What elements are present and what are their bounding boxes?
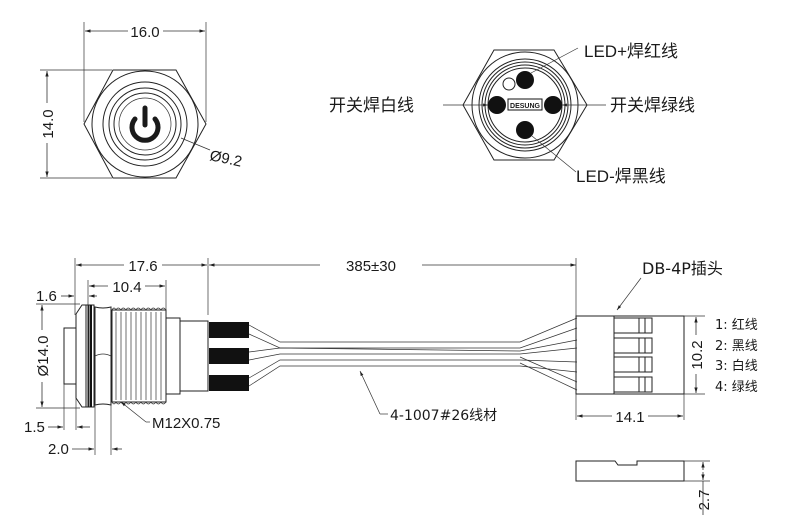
- bezel-circle: [91, 70, 199, 178]
- head-thickness-label: 1.6: [36, 288, 57, 305]
- button-inner-circle: [118, 97, 172, 151]
- cable: 385±30 4-1007#26线材: [209, 258, 578, 424]
- front-view: 16.0 14.0 Ø9.2: [40, 22, 244, 179]
- height-dim-label: 14.0: [40, 109, 57, 138]
- pin-label-1: 1: 红线: [715, 317, 758, 333]
- leader-line: [531, 135, 577, 173]
- logo-box: [507, 98, 543, 111]
- pin-led-minus: [516, 121, 534, 139]
- leader-line: [120, 401, 147, 423]
- hex-nut-outline: [83, 69, 207, 179]
- thread-lines: [111, 307, 167, 405]
- width-dim-label: 16.0: [130, 24, 159, 41]
- diameter-dim-label: Ø9.2: [208, 147, 243, 170]
- button-circle: [113, 92, 177, 156]
- connector-depth-label: 2.7: [696, 490, 713, 511]
- nut-thickness-label: 2.0: [48, 441, 69, 458]
- label-led-minus: LED-焊黑线: [576, 167, 666, 186]
- button-protrusion-label: 1.5: [24, 419, 45, 436]
- nut: [94, 306, 112, 406]
- thread-body: [111, 309, 167, 403]
- pin-label-2: 2: 黑线: [715, 339, 758, 354]
- ring-circle: [108, 87, 182, 161]
- nut-edge: [94, 353, 112, 357]
- rear-body: [179, 320, 209, 392]
- connector-slots: [613, 317, 653, 393]
- label-switch-green: 开关焊绿线: [610, 96, 695, 116]
- connector-name-label: DB-4P插头: [642, 259, 723, 278]
- label-switch-white: 开关焊白线: [329, 96, 414, 116]
- heat-shrink: [209, 322, 249, 338]
- heat-shrink: [209, 348, 249, 364]
- pin-switch-green: [544, 96, 562, 114]
- label-led-plus: LED+焊红线: [584, 42, 678, 61]
- cable-length-label: 385±30: [346, 258, 396, 275]
- pin-label-4: 4: 绿线: [715, 380, 758, 395]
- logo-text: DESUNG: [510, 103, 541, 110]
- leader-line: [530, 47, 579, 74]
- connector-body: [575, 315, 685, 395]
- pin-label-3: 3: 白线: [715, 358, 758, 374]
- thread-length-label: 10.4: [112, 279, 141, 296]
- leader-line: [180, 137, 211, 151]
- heat-shrink: [209, 375, 249, 391]
- indicator-hole: [502, 77, 516, 91]
- connector-height-label: 10.2: [689, 340, 706, 369]
- leader-line: [359, 370, 381, 415]
- overall-length-label: 17.6: [128, 258, 157, 275]
- thread-spec-label: M12X0.75: [152, 415, 220, 432]
- diameter-label: Ø14.0: [35, 336, 52, 377]
- button-cap: [63, 327, 77, 385]
- rear-view: DESUNG LED+焊红线 LED-焊黑线 开关焊白线 开关焊绿线: [329, 42, 695, 186]
- connector-side-profile: [575, 460, 685, 482]
- power-icon: [129, 105, 161, 143]
- side-view: 17.6 10.4 1.6 Ø14.0: [24, 258, 249, 458]
- connector-width-label: 14.1: [615, 409, 644, 426]
- connector: DB-4P插头 10.2 1: 红线 2: 黑线 3: 白线 4: 绿线 14.…: [575, 258, 758, 515]
- pin-switch-white: [488, 96, 506, 114]
- wire-spec-label: 4-1007#26线材: [390, 408, 497, 424]
- rear-collar: [165, 317, 181, 395]
- pin-led-plus: [516, 71, 534, 89]
- wire-bundle: [248, 317, 578, 391]
- ring-circle: [102, 81, 188, 167]
- leader-line: [616, 277, 642, 311]
